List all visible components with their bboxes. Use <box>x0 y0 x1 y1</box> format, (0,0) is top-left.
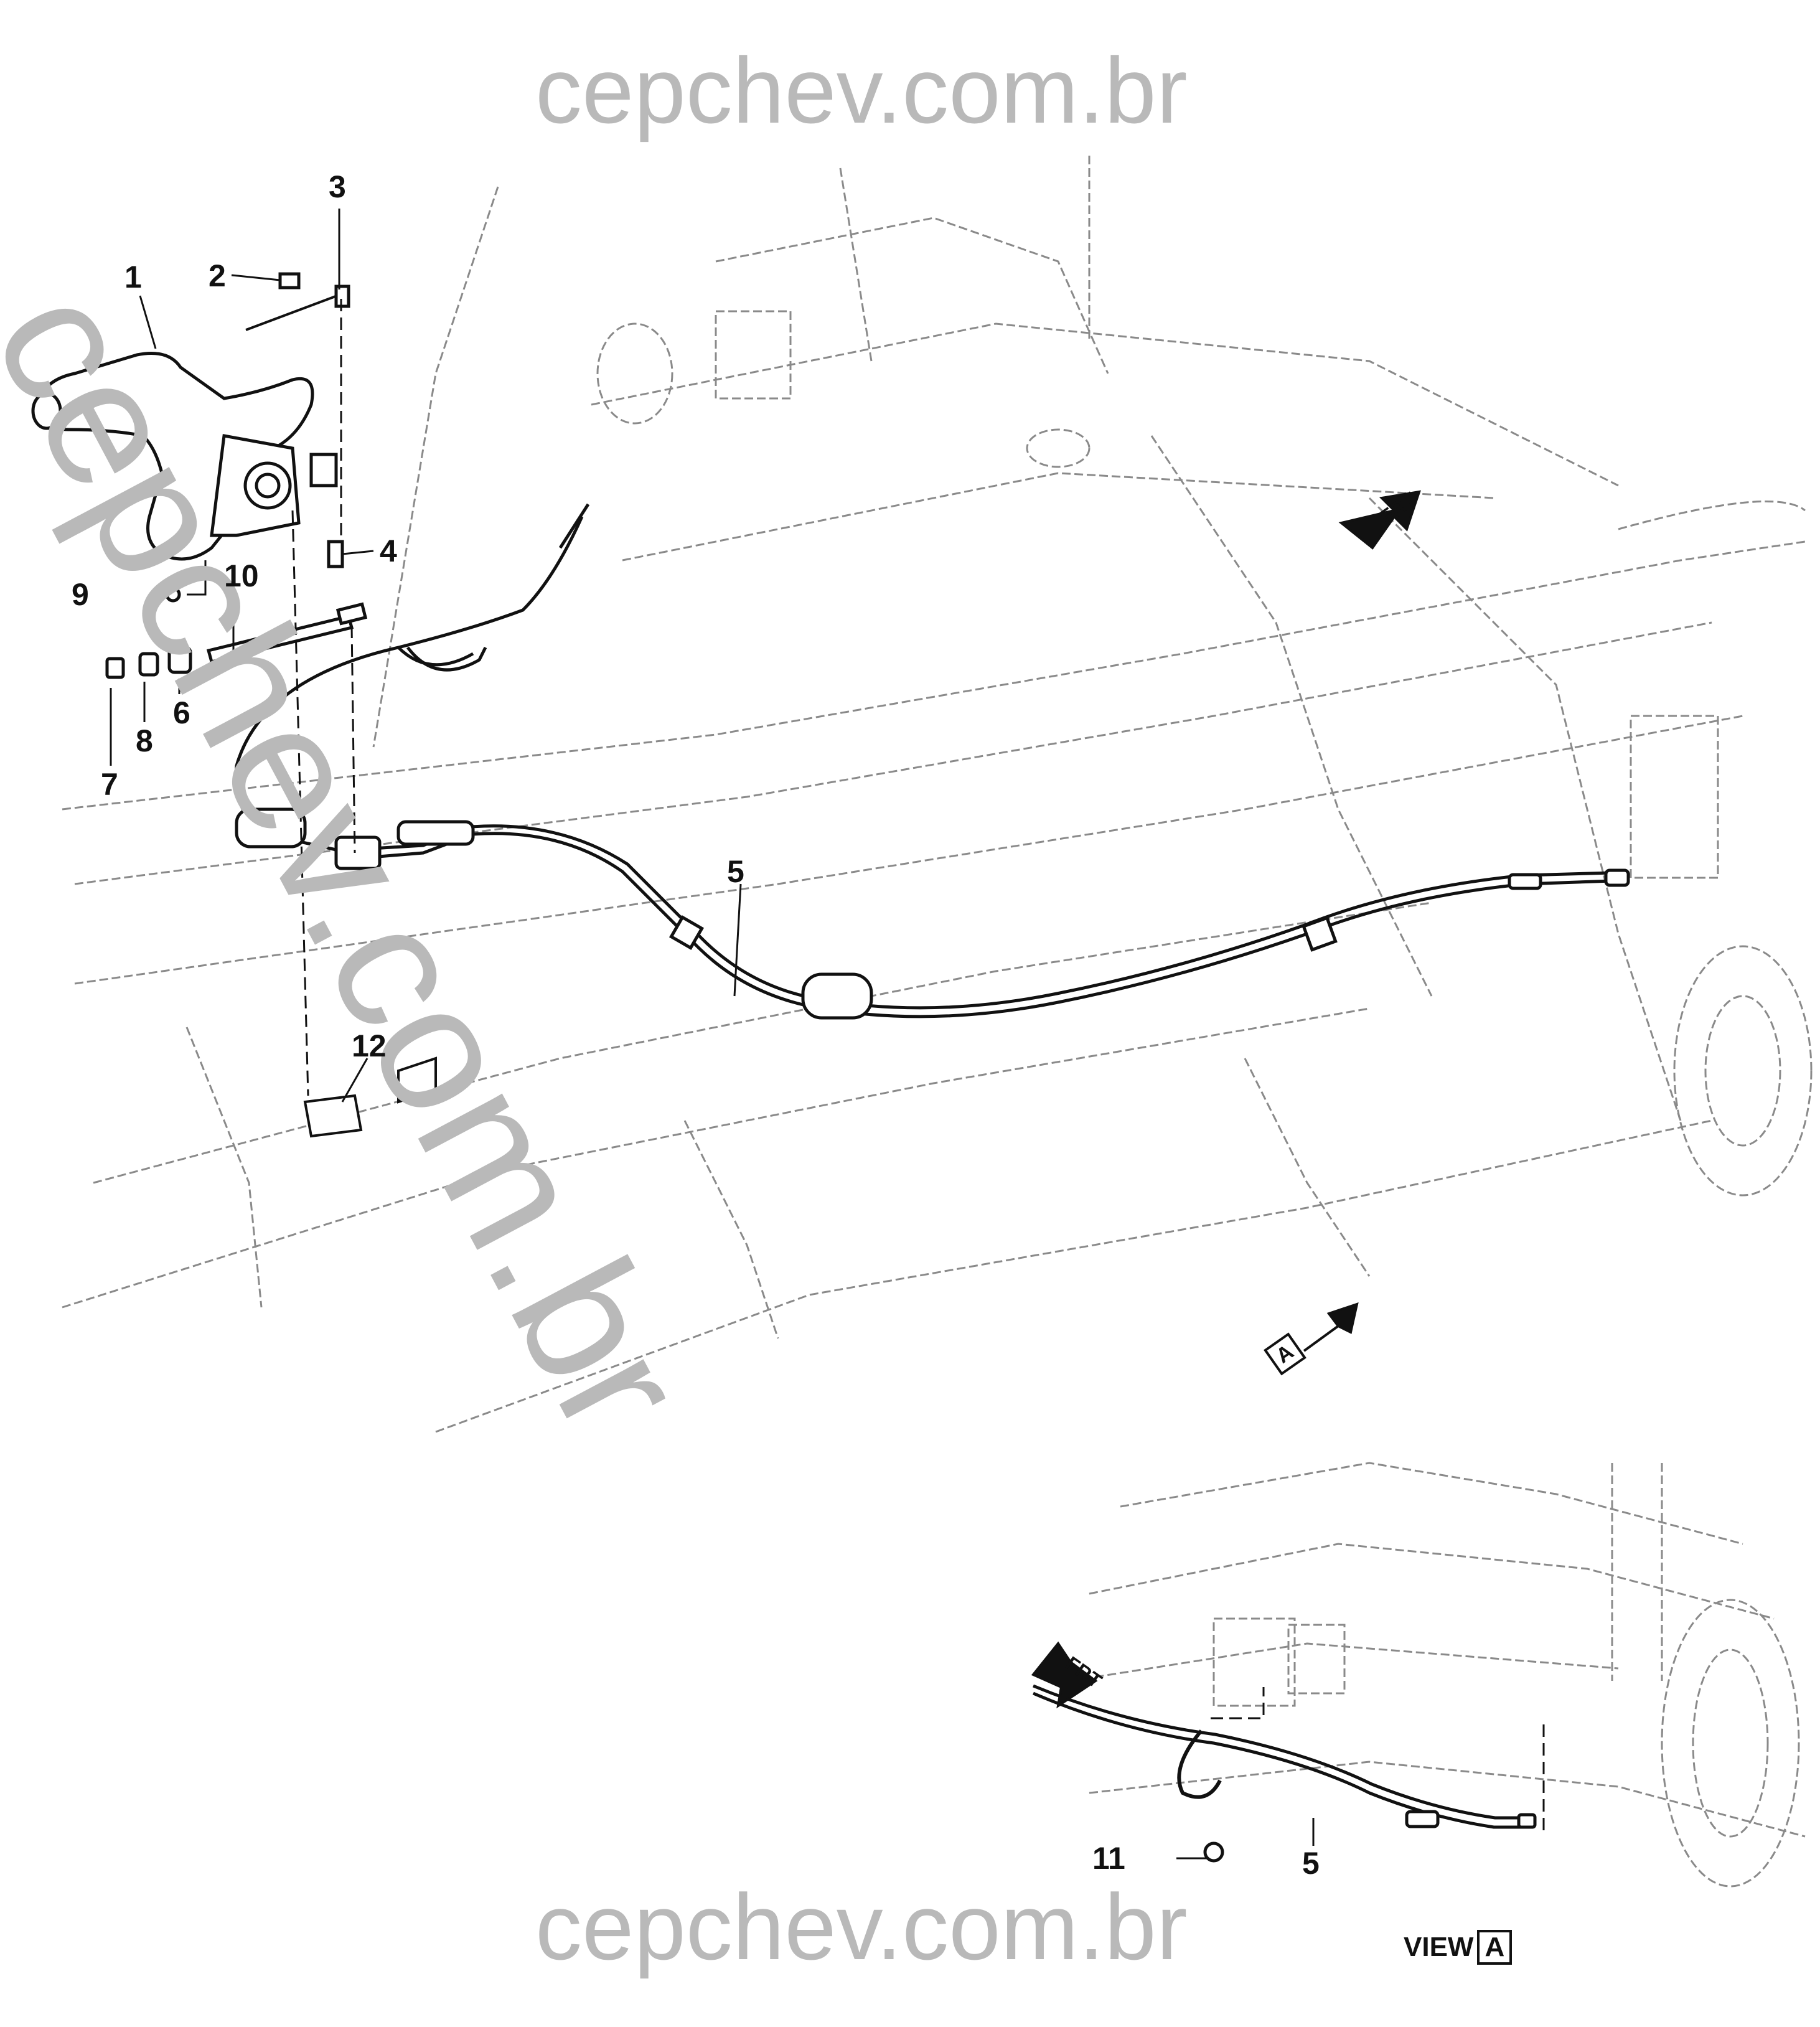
adjuster-rod <box>206 602 368 664</box>
cable-fittings <box>235 503 1630 1020</box>
small-parts <box>165 272 350 603</box>
part-9-bolt <box>165 586 181 603</box>
callout-4: 4 <box>380 534 397 568</box>
inset-fittings <box>1203 1810 1537 1863</box>
cable-equalizer <box>235 807 307 849</box>
callout-5-inset: 5 <box>1302 1846 1320 1881</box>
callout-10: 10 <box>224 558 259 593</box>
brake-lever <box>31 352 338 561</box>
rod-fittings <box>105 646 192 679</box>
callout-12: 12 <box>352 1028 387 1063</box>
inset-sketch <box>1070 1462 1806 1888</box>
front-arrow-main <box>1338 490 1421 550</box>
view-caption-letter: A <box>1477 1930 1513 1965</box>
insulator-pad <box>303 1056 437 1138</box>
watermark-bottom: cepchev.com.br <box>535 1874 1188 1979</box>
callout-3: 3 <box>329 169 346 204</box>
callout-5: 5 <box>727 854 744 889</box>
assembly-lines <box>291 299 1545 1837</box>
callout-11: 11 <box>1092 1841 1125 1876</box>
inset-cable <box>1033 1684 1531 1829</box>
cable-grommet <box>801 972 873 1020</box>
callout-7: 7 <box>101 767 118 802</box>
callout-9: 9 <box>72 577 89 612</box>
part-3-clip <box>334 285 350 308</box>
callout-6: 6 <box>173 695 190 730</box>
front-arrow-inset <box>1031 1641 1098 1709</box>
callout-1: 1 <box>124 260 142 294</box>
callout-8: 8 <box>136 723 153 758</box>
part-4-switch <box>327 540 344 568</box>
view-a-arrow <box>1303 1302 1359 1352</box>
part-2-nut <box>278 272 301 289</box>
watermark-top: cepchev.com.br <box>535 38 1188 143</box>
view-caption-prefix: VIEW <box>1404 1932 1474 1962</box>
callout-2: 2 <box>209 258 226 293</box>
leader-lines <box>110 209 1315 1860</box>
part-11-bolt <box>1203 1841 1224 1863</box>
